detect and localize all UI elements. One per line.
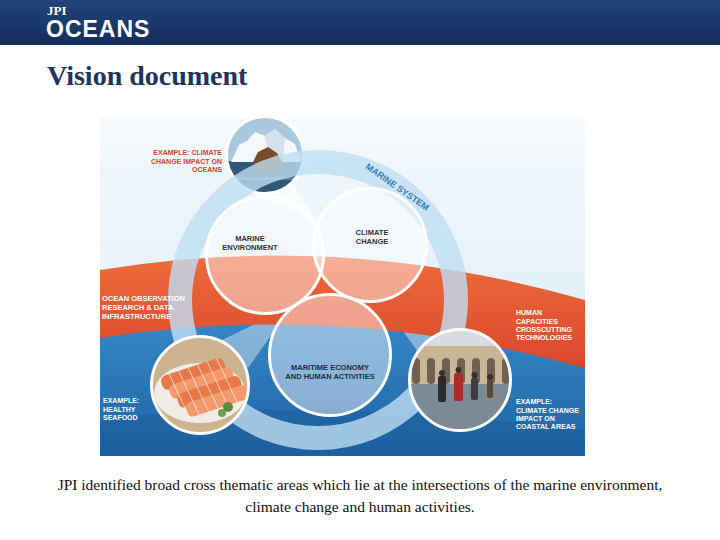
node-label: MARITIME ECONOMY AND HUMAN ACTIVITIES — [284, 363, 376, 381]
photo-picture — [408, 328, 512, 432]
theme-circle: CLIMATE CHANGE — [312, 187, 428, 303]
photo-table — [150, 335, 250, 435]
node-label: EXAMPLE: HEALTHY SEAFOOD — [103, 397, 149, 422]
person-head — [456, 367, 462, 373]
person-head — [472, 372, 478, 378]
theme-circle: MARITIME ECONOMY AND HUMAN ACTIVITIES — [268, 293, 392, 417]
person — [471, 378, 478, 400]
example-photo: EXAMPLE: CLIMATE CHANGE IMPACT ON COASTA… — [408, 328, 512, 432]
logo-word: OCEANS — [46, 17, 150, 42]
diagram-ground — [100, 118, 585, 456]
photo-picture — [150, 335, 251, 435]
node-label: EXAMPLE: CLIMATE CHANGE IMPACT ON COASTA… — [516, 398, 584, 432]
person — [487, 380, 493, 398]
salmon-stripe — [169, 372, 190, 420]
photo-rim — [410, 330, 511, 431]
header-bar — [0, 0, 720, 45]
salmon-stripe — [179, 369, 200, 417]
example-photo: EXAMPLE: HEALTHY SEAFOOD — [150, 335, 250, 435]
theme-circle-outline — [268, 293, 392, 417]
person — [454, 373, 463, 401]
slide-caption: JPI identified broad cross thematic area… — [40, 474, 680, 518]
example-photo-outline — [408, 328, 512, 432]
salmon-slices — [160, 352, 252, 423]
person-head — [487, 374, 493, 380]
node-label: HUMAN CAPACITIES CROSSCUTTING TECHNOLOGI… — [516, 309, 584, 343]
node-label: CLIMATE CHANGE — [346, 228, 398, 246]
circle-shape — [270, 295, 391, 416]
photo-rim — [152, 337, 249, 434]
slide-title: Vision document — [47, 60, 247, 92]
salmon-stripe — [188, 366, 209, 414]
herb — [218, 409, 226, 417]
salmon-stripe — [217, 357, 238, 405]
theme-circle-outline — [205, 195, 325, 315]
node-label: EXAMPLE: CLIMATE CHANGE IMPACT ON OCEANS — [150, 149, 222, 174]
circle-shape — [207, 197, 324, 314]
arch — [427, 358, 435, 384]
theme-circle: MARINE ENVIRONMENT — [205, 195, 325, 315]
person-head — [439, 370, 445, 376]
node-label: MARINE ENVIRONMENT — [216, 234, 284, 252]
example-photo-outline — [150, 335, 250, 435]
circle-shape — [314, 189, 427, 302]
node-label: OCEAN OBSERVATION RESEARCH & DATA INFRAS… — [102, 294, 202, 321]
salmon-stripe — [198, 363, 219, 411]
person — [438, 376, 446, 402]
salmon-stripe — [207, 360, 228, 408]
